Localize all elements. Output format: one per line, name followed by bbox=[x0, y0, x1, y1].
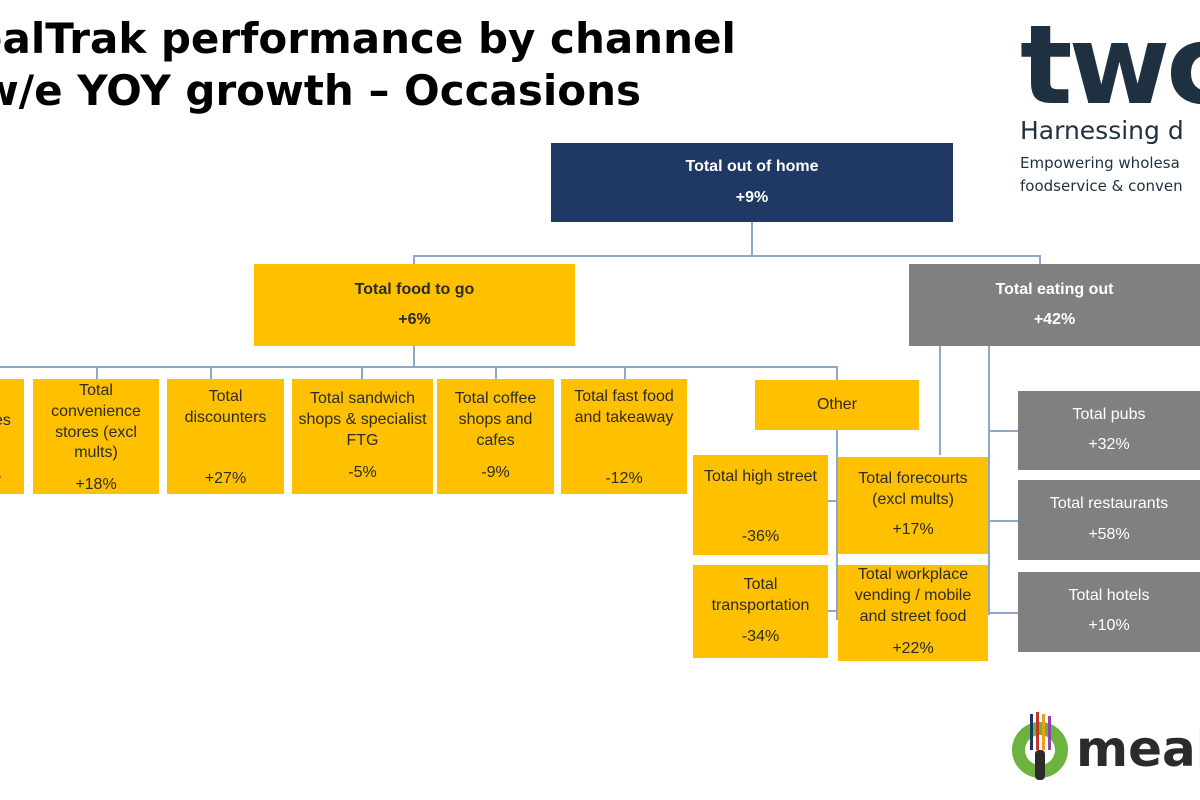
node-label: Total sandwich shops & specialist FTG bbox=[298, 390, 427, 449]
node-pubs: Total pubs +32% bbox=[1018, 391, 1200, 470]
connector bbox=[413, 255, 415, 265]
connector bbox=[624, 366, 626, 380]
connector bbox=[210, 366, 212, 380]
node-label: Total out of home bbox=[685, 158, 819, 175]
slide-title-line-2: w/e YOY growth – Occasions bbox=[0, 66, 642, 115]
node-discounters: Total discounters +27% bbox=[167, 379, 284, 494]
connector bbox=[827, 500, 839, 502]
twc-subtagline-line-2: foodservice & conven bbox=[1020, 177, 1183, 196]
node-label: Other bbox=[816, 396, 857, 413]
node-sandwich-shops: Total sandwich shops & specialist FTG -5… bbox=[292, 379, 433, 494]
node-label: Total high street bbox=[704, 468, 817, 485]
node-label: Total workplace vending / mobile and str… bbox=[854, 566, 972, 625]
node-value: +18% bbox=[75, 476, 117, 493]
node-label: Total forecourts (excl mults) bbox=[858, 470, 968, 508]
connector bbox=[988, 345, 990, 615]
node-label: Total eating out bbox=[995, 281, 1114, 298]
connector bbox=[827, 610, 839, 612]
connector bbox=[413, 345, 415, 367]
node-value: +58% bbox=[1088, 526, 1130, 543]
node-label: Total fast food and takeaway bbox=[574, 388, 674, 426]
node-value: -34% bbox=[741, 628, 780, 645]
node-label: Total transportation bbox=[711, 576, 810, 614]
connector bbox=[939, 345, 941, 455]
node-label: es bbox=[0, 412, 11, 429]
connector bbox=[836, 430, 838, 620]
node-total-eating-out: Total eating out +42% bbox=[909, 264, 1200, 346]
node-label: Total convenience stores (excl mults) bbox=[51, 382, 141, 462]
node-total-out-of-home: Total out of home +9% bbox=[551, 143, 953, 222]
connector bbox=[0, 366, 838, 368]
connector bbox=[413, 255, 1040, 257]
connector bbox=[96, 366, 98, 380]
node-forecourts: Total forecourts (excl mults) +17% bbox=[838, 457, 988, 554]
node-partial-left: es - bbox=[0, 379, 24, 494]
node-value: +27% bbox=[204, 470, 247, 487]
node-transportation: Total transportation -34% bbox=[693, 565, 828, 658]
node-high-street: Total high street -36% bbox=[693, 455, 828, 555]
node-value: +42% bbox=[1033, 311, 1076, 328]
connector bbox=[836, 366, 838, 380]
node-value: +22% bbox=[892, 640, 934, 657]
node-label: Total discounters bbox=[184, 388, 267, 426]
node-coffee-shops: Total coffee shops and cafes -9% bbox=[437, 379, 554, 494]
twc-tagline: Harnessing d bbox=[1020, 116, 1184, 145]
node-value: -9% bbox=[481, 464, 510, 481]
connector bbox=[495, 366, 497, 380]
connector bbox=[1039, 255, 1041, 265]
connector bbox=[361, 366, 363, 380]
connector bbox=[988, 520, 1018, 522]
twc-logo: twc bbox=[1020, 1, 1200, 129]
node-value: - bbox=[0, 467, 1, 488]
node-value: -36% bbox=[741, 528, 780, 545]
node-hotels: Total hotels +10% bbox=[1018, 572, 1200, 652]
connector bbox=[751, 221, 753, 256]
node-label: Total food to go bbox=[354, 281, 475, 298]
twc-subtagline-line-1: Empowering wholesa bbox=[1020, 154, 1180, 172]
node-convenience-stores: Total convenience stores (excl mults) +1… bbox=[33, 379, 159, 494]
node-restaurants: Total restaurants +58% bbox=[1018, 480, 1200, 560]
node-value: +6% bbox=[398, 311, 431, 328]
node-total-food-to-go: Total food to go +6% bbox=[254, 264, 575, 346]
node-fast-food: Total fast food and takeaway -12% bbox=[561, 379, 687, 494]
node-other: Other bbox=[755, 380, 919, 430]
node-value: +17% bbox=[892, 521, 934, 538]
mealtrak-logo-icon bbox=[1012, 712, 1068, 780]
slide-title-line-1: ealTrak performance by channel bbox=[0, 14, 736, 63]
twc-subtagline: Empowering wholesa foodservice & conven bbox=[1020, 152, 1183, 199]
node-value: +32% bbox=[1088, 436, 1130, 453]
node-label: Total restaurants bbox=[1049, 495, 1169, 512]
node-value: -12% bbox=[605, 470, 643, 487]
connector bbox=[988, 430, 1018, 432]
node-value: -5% bbox=[348, 464, 377, 481]
node-value: +9% bbox=[735, 189, 769, 206]
node-label: Total hotels bbox=[1068, 587, 1150, 604]
connector bbox=[988, 612, 1018, 614]
mealtrak-logo-text: mealt bbox=[1076, 720, 1200, 778]
node-workplace-vending: Total workplace vending / mobile and str… bbox=[838, 565, 988, 661]
node-label: Total coffee shops and cafes bbox=[454, 390, 537, 449]
node-label: Total pubs bbox=[1072, 406, 1146, 423]
node-value: +10% bbox=[1088, 617, 1130, 634]
